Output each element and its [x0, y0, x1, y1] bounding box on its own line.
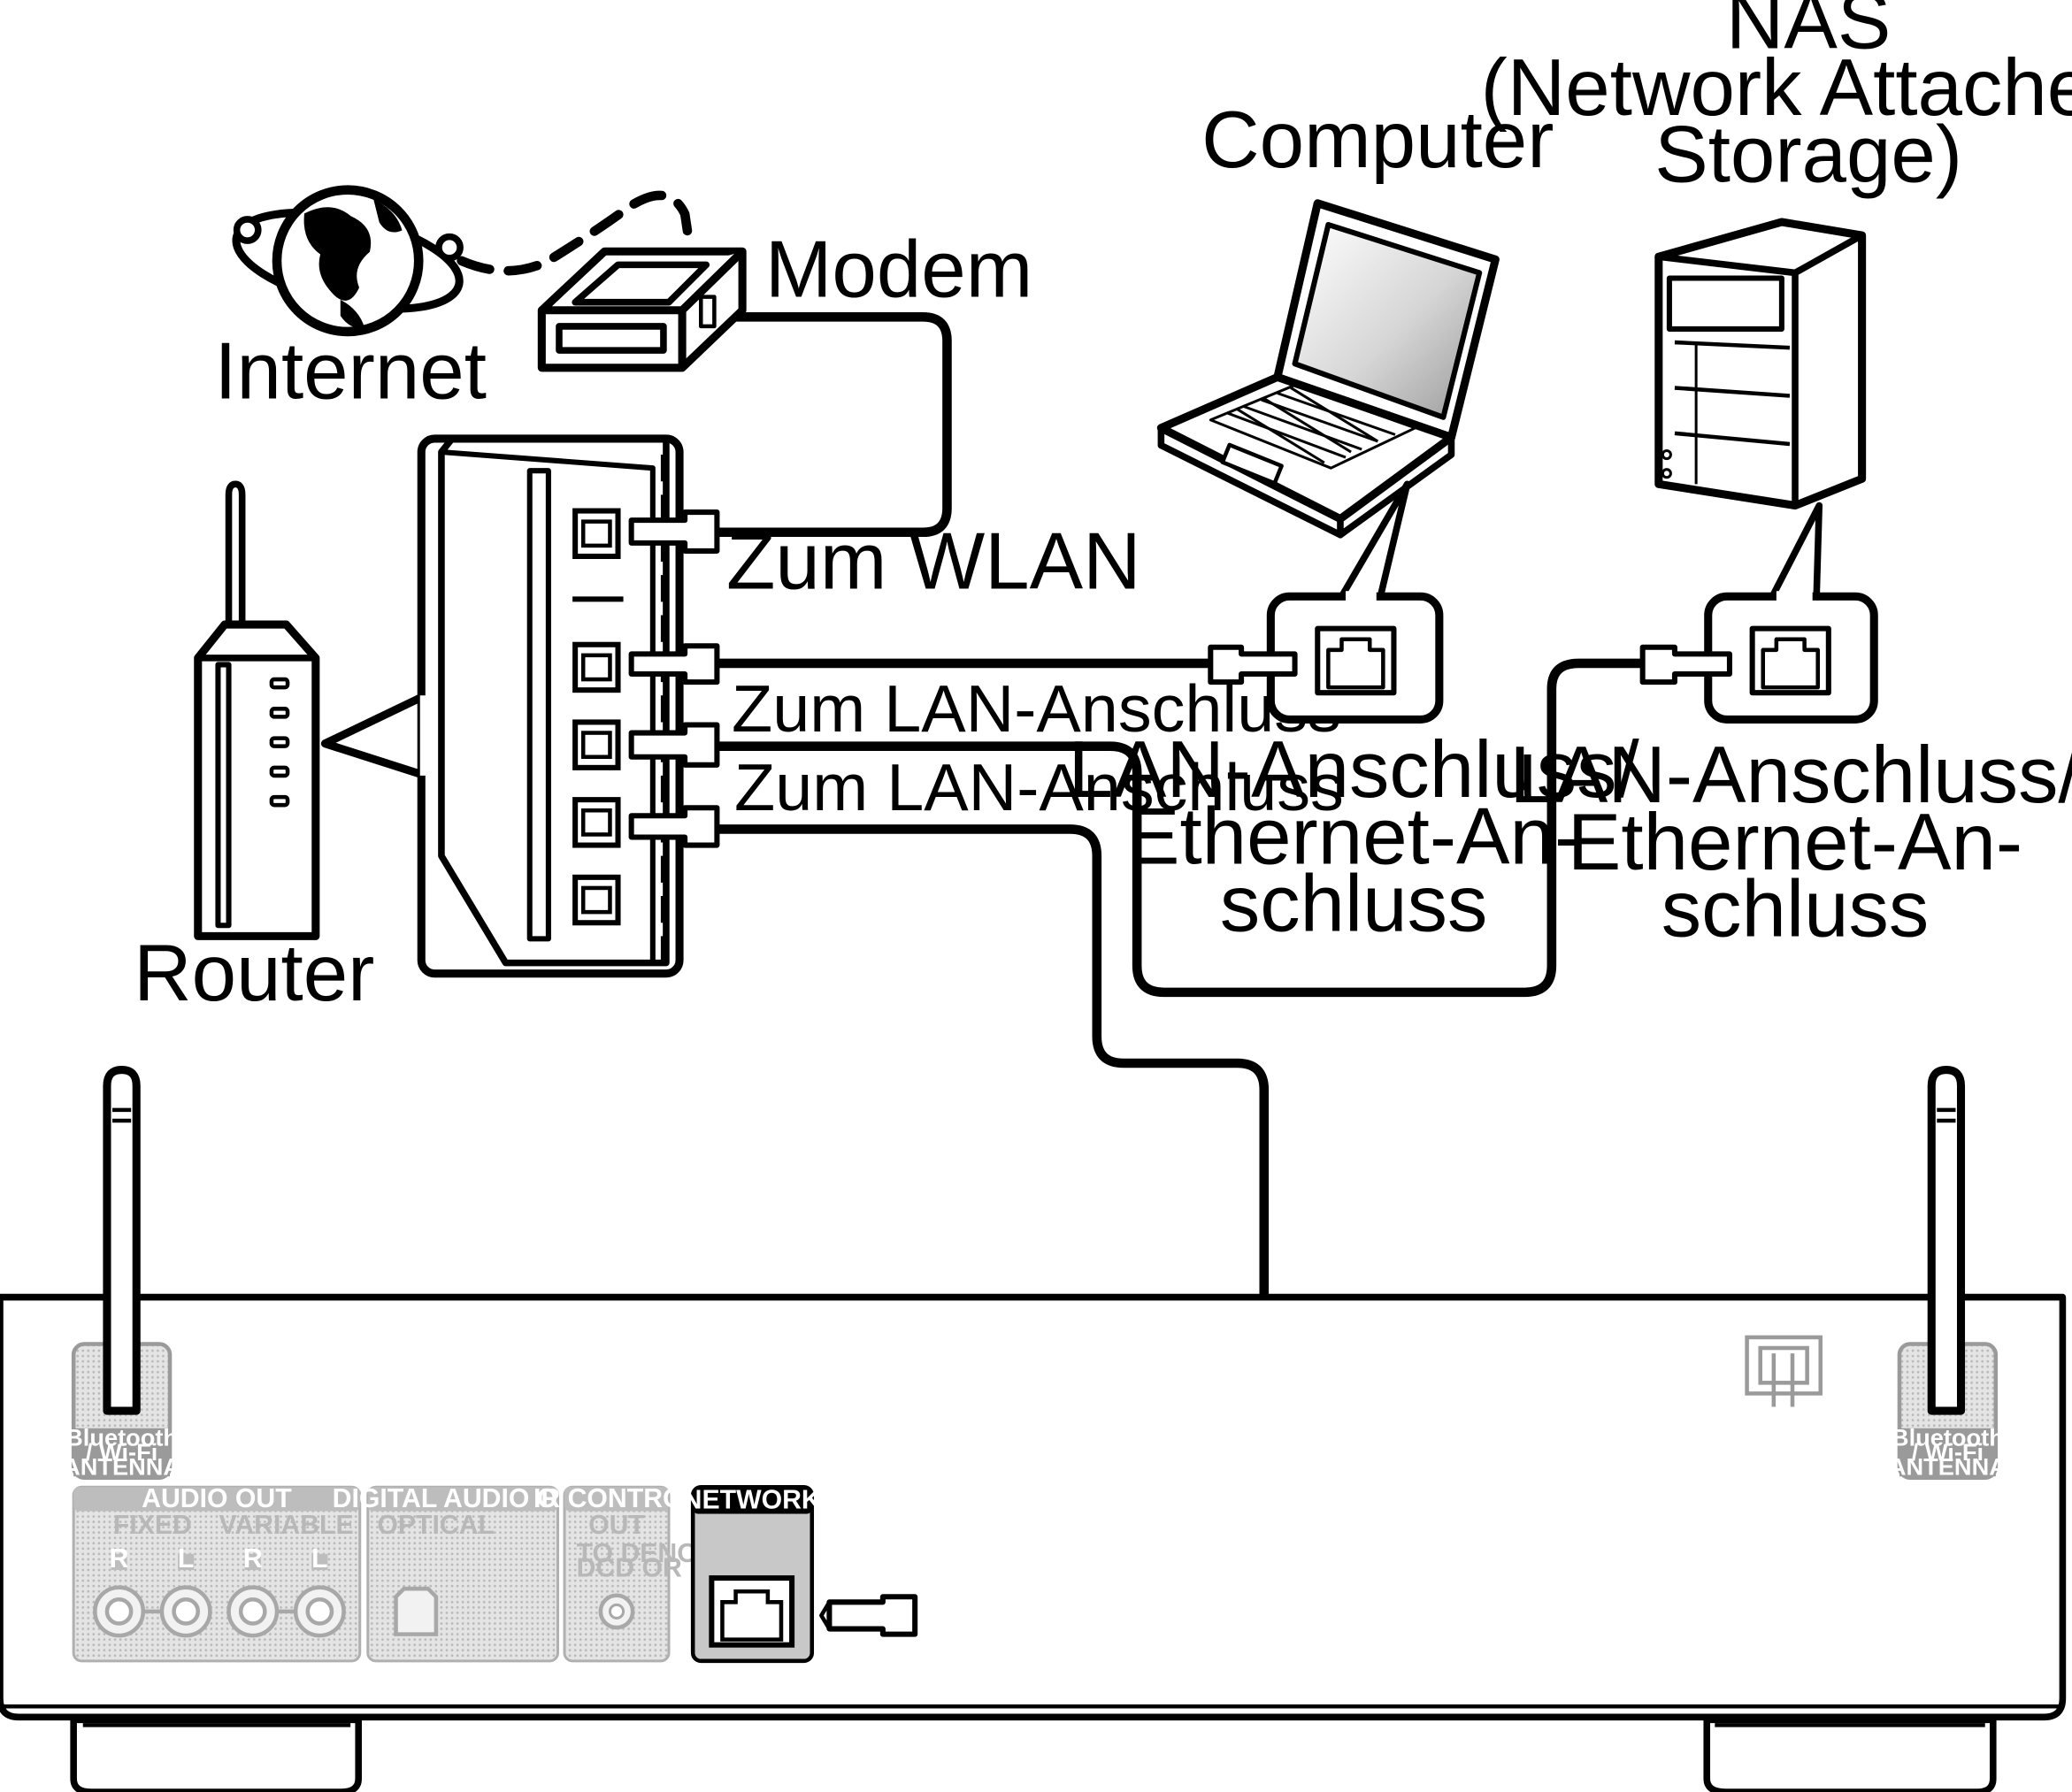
modem-icon	[537, 247, 747, 372]
antenna-right	[1897, 1066, 1999, 1480]
ir-control-label: IR CONTROL	[533, 1484, 700, 1513]
router-callout	[320, 434, 684, 978]
antenna-left-plate	[73, 1428, 171, 1477]
antenna-left-text-3: ANTENNA	[63, 1453, 180, 1481]
to-lan-label-2: Zum LAN-Anschluss	[734, 751, 1344, 825]
fixed-r-label: R	[110, 1544, 129, 1574]
to-wlan-label: Zum WLAN	[726, 517, 1141, 606]
optical-label: OPTICAL	[377, 1511, 495, 1540]
antenna-right-text-3: ANTENNA	[1889, 1453, 2007, 1481]
computer-plug	[1208, 644, 1298, 685]
laptop-icon	[1156, 199, 1500, 539]
variable-r-label: R	[243, 1544, 263, 1574]
computer-port-callout	[1266, 480, 1444, 724]
variable-label: VARIABLE	[219, 1511, 353, 1540]
internet-label: Internet	[214, 327, 487, 417]
nas-label: NAS	[1726, 0, 1891, 65]
antenna-left-text-1: Bluetooth	[65, 1423, 178, 1451]
antenna-right-text-2: / Wi-Fi	[1912, 1438, 1984, 1466]
modem-router-cable	[712, 312, 952, 538]
nas-port-label-3: schluss	[1661, 864, 1929, 953]
antenna-right-plate	[1899, 1428, 1996, 1477]
computer-port-label-3: schluss	[1220, 859, 1487, 948]
antenna-left-text-2: / Wi-Fi	[86, 1438, 157, 1466]
ir-out-label: OUT	[588, 1511, 645, 1540]
nas-icon	[1654, 218, 1867, 510]
router-label: Router	[134, 929, 374, 1018]
antenna-left	[71, 1066, 173, 1480]
digital-audio-out-label: DIGITAL AUDIO OUT	[333, 1484, 594, 1513]
player-plug	[819, 1594, 918, 1637]
network-label: NETWORK	[683, 1485, 821, 1514]
fixed-l-label: L	[178, 1544, 194, 1574]
fixed-label: FIXED	[113, 1511, 192, 1540]
computer-port-label-1: LAN-Anschluss/	[1068, 725, 1639, 815]
audio-out-section: AUDIO OUT FIXED VARIABLE R L R L	[72, 1484, 362, 1663]
class-ii-symbol-icon	[1745, 1335, 1823, 1407]
nas-port-callout	[1704, 502, 1878, 724]
modem-label: Modem	[765, 226, 1032, 315]
nas-full-label-2: Storage)	[1654, 111, 1962, 200]
computer-port-label-2: Ethernet-An-	[1126, 793, 1581, 882]
network-section: NETWORK	[683, 1485, 821, 1664]
globe-icon	[232, 185, 464, 337]
nas-port-label-2: Ethernet-An-	[1568, 798, 2022, 887]
router-ports	[572, 508, 621, 926]
variable-l-label: L	[311, 1544, 327, 1574]
router-nas-cable	[712, 658, 1647, 998]
nas-full-label-1: (Network Attached	[1481, 43, 2072, 133]
computer-label: Computer	[1201, 96, 1554, 185]
router-plugs	[628, 509, 720, 848]
digital-audio-out-section: DIGITAL AUDIO OUT OPTICAL	[333, 1484, 594, 1663]
antenna-right-text-1: Bluetooth	[1892, 1423, 2004, 1451]
audio-out-label: AUDIO OUT	[142, 1484, 292, 1513]
nas-plug	[1639, 644, 1732, 685]
router-icon	[194, 480, 320, 940]
optical-port	[394, 1586, 439, 1636]
nas-port-label-1: LAN-Anschluss/	[1509, 731, 2072, 820]
dashed-internet-cable	[457, 190, 694, 276]
